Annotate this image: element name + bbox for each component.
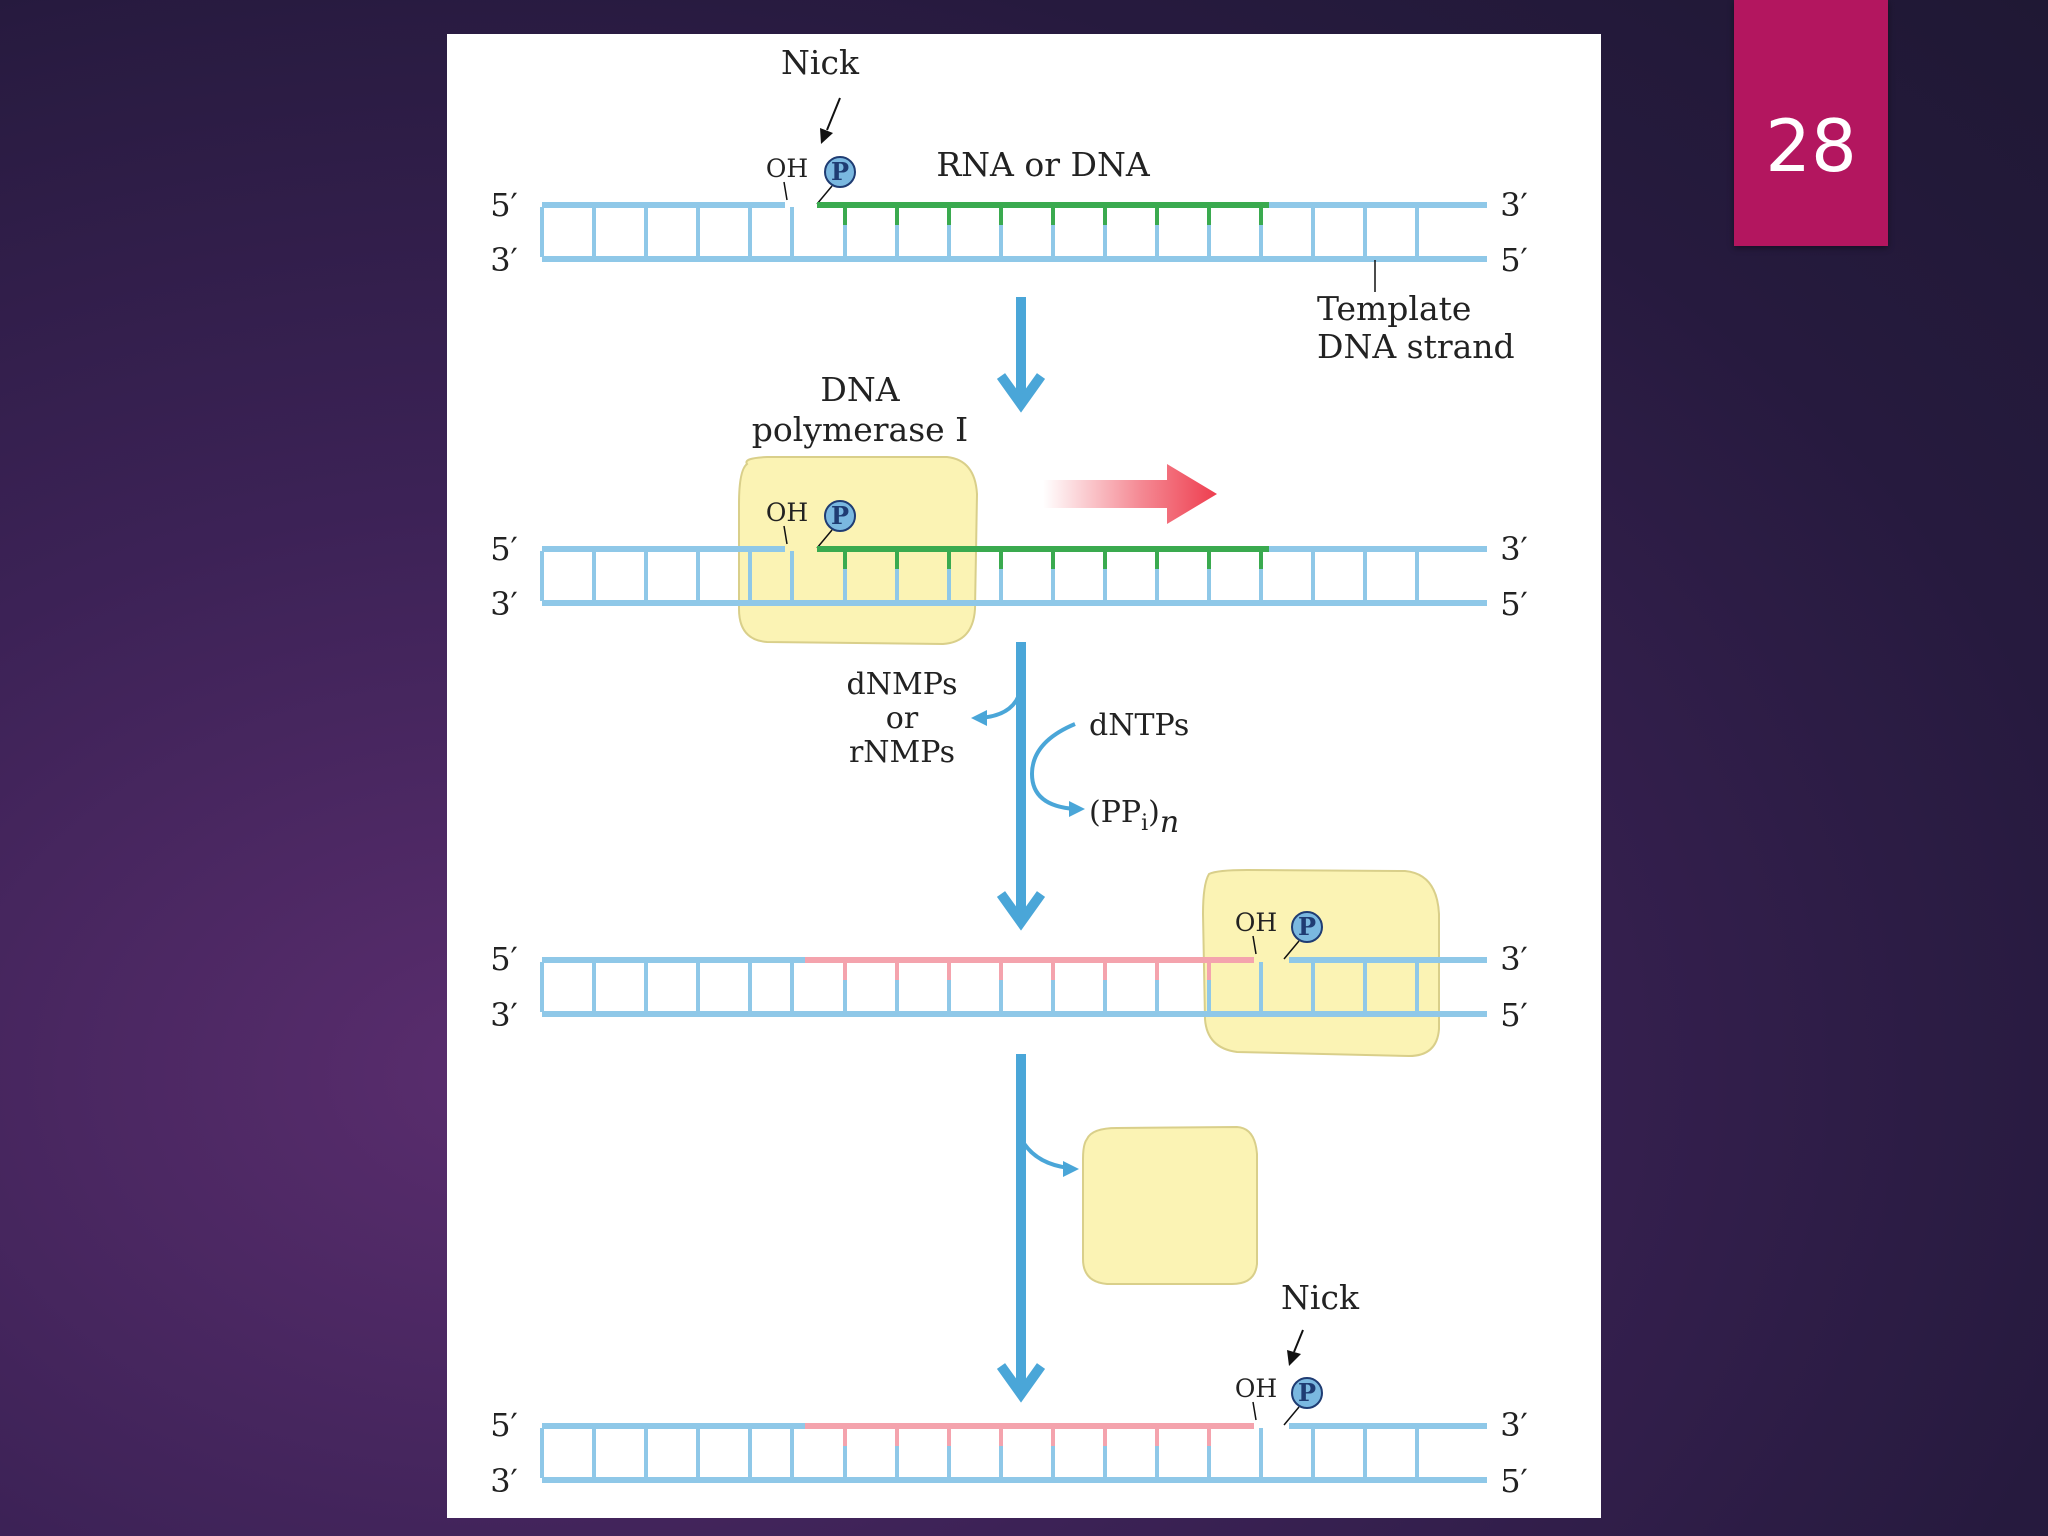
nick-label: Nick xyxy=(781,43,860,82)
figure-panel: Nick OH P RNA or DNA 5′ 3′ 3′ 5′ Templat… xyxy=(447,34,1601,1518)
released-line1: dNMPs xyxy=(847,667,958,702)
released-line3: rNMPs xyxy=(849,735,955,770)
top-3-prime: 3′ xyxy=(1500,940,1528,978)
slide-number-badge: 28 xyxy=(1734,0,1888,246)
enzyme-label-line2: polymerase I xyxy=(752,410,968,449)
step1-nicked-duplex: Nick OH P RNA or DNA 5′ 3′ 3′ 5′ Templat… xyxy=(490,43,1528,366)
phosphate-icon: P xyxy=(824,156,856,188)
direction-arrow xyxy=(1043,464,1217,524)
svg-text:P: P xyxy=(1298,912,1316,941)
top-3-prime: 3′ xyxy=(1500,186,1528,224)
dna-duplex xyxy=(540,1423,1487,1483)
top-5-prime: 5′ xyxy=(490,186,518,224)
reaction-arrow xyxy=(971,642,1085,931)
oh-label: OH xyxy=(1235,908,1277,937)
step2-polymerase-bound: DNA polymerase I OH P 5′ 3′ 3′ 5′ xyxy=(490,370,1528,646)
process-arrow-3 xyxy=(996,1054,1079,1403)
phosphate-icon: P xyxy=(1291,1377,1323,1409)
svg-text:P: P xyxy=(831,157,849,186)
bottom-3-prime: 3′ xyxy=(490,1462,518,1500)
enzyme-label-line1: DNA xyxy=(820,370,900,409)
dna-polymerase-diagram: Nick OH P RNA or DNA 5′ 3′ 3′ 5′ Templat… xyxy=(490,43,1528,1500)
top-3-prime: 3′ xyxy=(1500,530,1528,568)
slide-number: 28 xyxy=(1765,104,1857,188)
bottom-5-prime: 5′ xyxy=(1500,1462,1528,1500)
oh-label: OH xyxy=(1235,1374,1277,1403)
ppi-label: (PPi)n xyxy=(1089,795,1179,840)
dna-duplex xyxy=(540,202,1487,262)
phosphate-icon: P xyxy=(824,500,856,532)
step3-after-translation: OH P 5′ 3′ 3′ 5′ xyxy=(490,868,1528,1058)
oh-label: OH xyxy=(766,498,808,527)
dna-duplex xyxy=(540,957,1487,1017)
phosphate-icon: P xyxy=(1291,911,1323,943)
oh-label: OH xyxy=(766,154,808,183)
nick-arrow xyxy=(820,97,841,144)
dna-duplex xyxy=(540,546,1487,606)
nick-label: Nick xyxy=(1281,1278,1360,1317)
svg-text:P: P xyxy=(1298,1378,1316,1407)
top-3-prime: 3′ xyxy=(1500,1406,1528,1444)
bottom-3-prime: 3′ xyxy=(490,996,518,1034)
dntps-label: dNTPs xyxy=(1089,708,1189,743)
bottom-5-prime: 5′ xyxy=(1500,996,1528,1034)
bottom-5-prime: 5′ xyxy=(1500,241,1528,279)
bottom-5-prime: 5′ xyxy=(1500,585,1528,623)
template-label-line1: Template xyxy=(1317,289,1471,328)
step4-nicked-product: Nick OH P 5′ 3′ 3′ 5′ xyxy=(490,1278,1528,1500)
template-label-line2: DNA strand xyxy=(1317,327,1515,366)
bottom-3-prime: 3′ xyxy=(490,241,518,279)
top-5-prime: 5′ xyxy=(490,530,518,568)
top-5-prime: 5′ xyxy=(490,1406,518,1444)
process-arrow-1 xyxy=(996,297,1046,413)
released-line2: or xyxy=(886,701,919,736)
top-5-prime: 5′ xyxy=(490,940,518,978)
bottom-3-prime: 3′ xyxy=(490,585,518,623)
rna-or-dna-label: RNA or DNA xyxy=(936,145,1151,184)
svg-text:P: P xyxy=(831,501,849,530)
released-polymerase-blob xyxy=(1082,1125,1258,1285)
nick-arrow xyxy=(1287,1329,1304,1366)
